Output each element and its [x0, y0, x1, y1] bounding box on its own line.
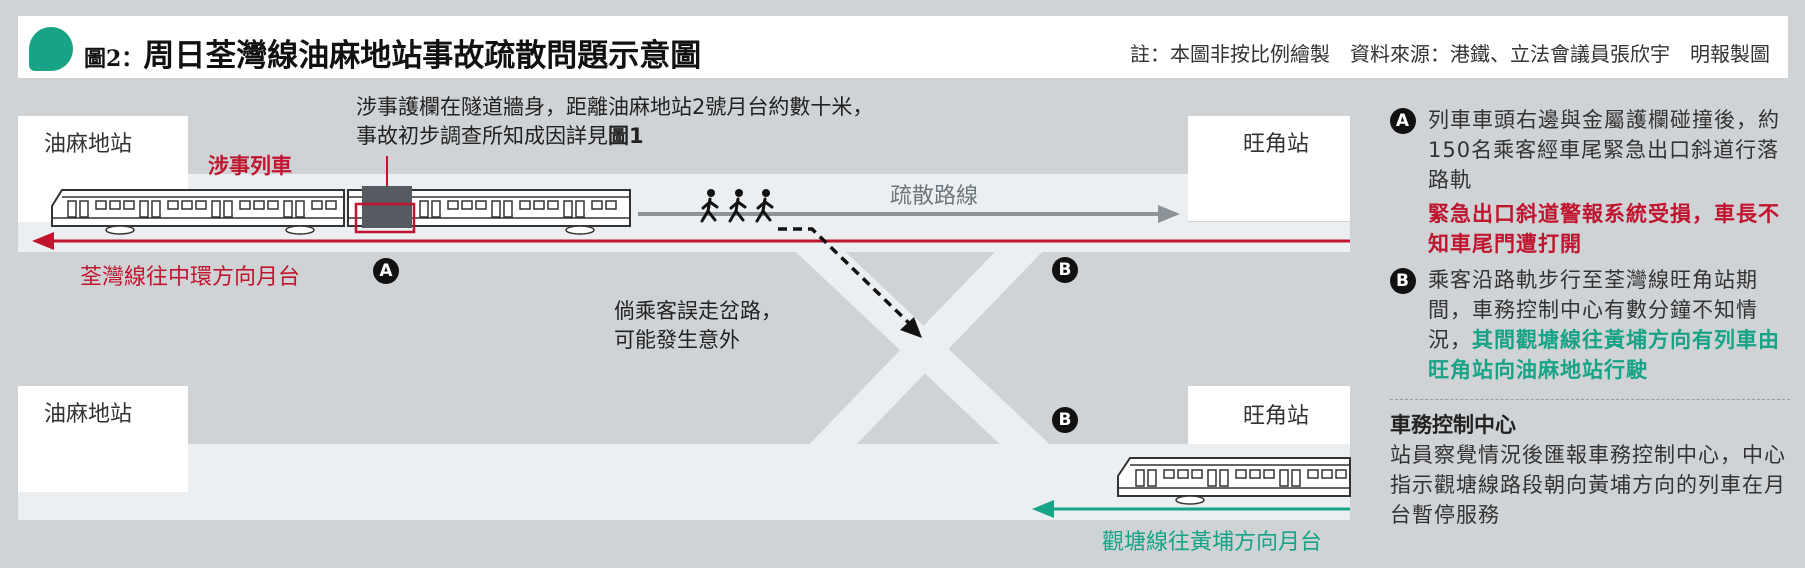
- guardrail-note: 涉事護欄在隧道牆身，距離油麻地站2號月台約數十米， 事故初步調查所知成因詳見圖1: [356, 93, 873, 151]
- legend-item-b: B 乘客沿路軌步行至荃灣線旺角站期間，車務控制中心有數分鐘不知情況，其間觀塘線往…: [1390, 265, 1790, 385]
- credit-note: 註：本圖非按比例繪製 資料來源：港鐵、立法會議員張欣宇 明報製圖: [1130, 42, 1770, 66]
- guardrail-note-line2: 事故初步調查所知成因詳見圖1: [356, 122, 873, 151]
- tsuen-wan-platform-label: 荃灣線往中環方向月台: [80, 265, 301, 290]
- upper-right-station-block: [1188, 116, 1350, 221]
- guardrail-note-line2-prefix: 事故初步調查所知成因詳見: [356, 124, 608, 148]
- station-label-lower-left: 油麻地站: [44, 402, 133, 427]
- figure-1-reference: 圖1: [608, 124, 644, 148]
- marker-b-lower: B: [1052, 407, 1078, 433]
- control-centre-title: 車務控制中心: [1390, 413, 1516, 437]
- walking-people-icon: [700, 189, 774, 223]
- figure-number: 圖2：: [84, 46, 144, 72]
- kwun-tong-direction-arrow: [1032, 500, 1350, 518]
- legend-a-text: 列車車頭右邊與金屬護欄碰撞後，約150名乘客經車尾緊急出口斜道行落路軌: [1428, 108, 1780, 192]
- title-text: 周日荃灣線油麻地站事故疏散問題示意圖: [143, 38, 702, 74]
- kwun-tong-train-icon: [1117, 457, 1351, 505]
- legend-marker-b: B: [1390, 268, 1416, 294]
- wrong-path-line1: 倘乘客誤走岔路，: [614, 299, 782, 323]
- control-centre-body: 站員察覺情況後匯報車務控制中心，中心指示觀塘線路段朝向黃埔方向的列車在月台暫停服…: [1390, 443, 1786, 527]
- legend-a-highlight: 緊急出口斜道警報系統受損，車長不知車尾門遭打開: [1428, 202, 1780, 256]
- legend-b-highlight: 其間觀塘線往黃埔方向有列車由旺角站向油麻地站行駛: [1428, 328, 1780, 382]
- station-label-upper-left: 油麻地站: [44, 132, 133, 157]
- wrong-path-note: 倘乘客誤走岔路， 可能發生意外: [614, 297, 782, 355]
- guardrail-note-line1: 涉事護欄在隧道牆身，距離油麻地站2號月台約數十米，: [356, 95, 874, 119]
- lower-left-station-block: [18, 386, 188, 492]
- station-label-upper-right: 旺角站: [1243, 132, 1310, 157]
- legend-marker-a: A: [1390, 108, 1416, 134]
- evacuation-route-label: 疏散路線: [890, 184, 979, 209]
- incident-train-icon: [51, 156, 631, 235]
- figure-title: 圖2：周日荃灣線油麻地站事故疏散問題示意圖: [84, 30, 701, 75]
- legend-item-a: A 列車車頭右邊與金屬護欄碰撞後，約150名乘客經車尾緊急出口斜道行落路軌 緊急…: [1390, 105, 1790, 259]
- kwun-tong-platform-label: 觀塘線往黃埔方向月台: [1102, 530, 1323, 555]
- wrong-path-line2: 可能發生意外: [614, 328, 740, 352]
- tsuen-wan-direction-arrow: [32, 232, 1350, 250]
- legend-b-text: 乘客沿路軌步行至荃灣線旺角站期間，車務控制中心有數分鐘不知情況，: [1428, 268, 1758, 352]
- marker-b-upper: B: [1052, 257, 1078, 283]
- marker-a: A: [373, 258, 399, 284]
- crossover-tracks: [796, 227, 1062, 481]
- wrong-path-arrow: [778, 227, 922, 338]
- legend-panel: A 列車車頭右邊與金屬護欄碰撞後，約150名乘客經車尾緊急出口斜道行落路軌 緊急…: [1390, 105, 1790, 530]
- speech-bubble-icon: [29, 27, 73, 71]
- station-label-lower-right: 旺角站: [1243, 404, 1310, 429]
- header: 圖2：周日荃灣線油麻地站事故疏散問題示意圖 註：本圖非按比例繪製 資料來源：港鐵…: [18, 16, 1788, 78]
- incident-train-label: 涉事列車: [208, 154, 292, 178]
- lower-right-station-block: [1188, 386, 1350, 446]
- evacuation-route-arrow: [638, 205, 1180, 223]
- legend-divider: [1390, 399, 1790, 400]
